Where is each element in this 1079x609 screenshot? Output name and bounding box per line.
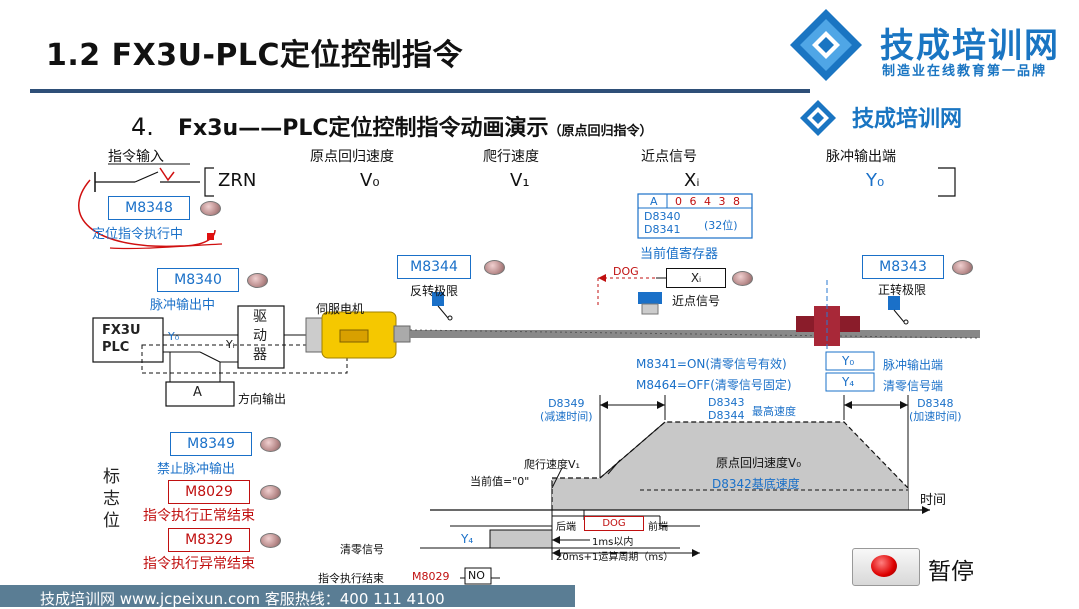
label-instruction-input: 指令输入 [108, 149, 164, 165]
servo-motor-label: 伺服电机 [316, 302, 365, 316]
label-near-point: 近点信号 [641, 149, 697, 165]
flag-m8341: M8341=ON(清零信号有效) [636, 357, 787, 371]
flag-side-label: 标 志 位 [103, 467, 120, 531]
label-home-speed: 原点回归速度 [310, 149, 394, 165]
m8029-lamp [260, 485, 281, 500]
timing-d8349: D8349 (减速时间) [540, 397, 593, 423]
m8340-caption: 脉冲输出中 [150, 298, 216, 313]
timing-m8029: M8029 [412, 570, 450, 583]
flag-y4-caption: 清零信号端 [883, 379, 944, 393]
m8340-box: M8340 [157, 268, 239, 292]
m8029-box: M8029 [168, 480, 250, 504]
y0-symbol: Y₀ [866, 170, 885, 191]
dog-xi-box: Xᵢ [666, 268, 726, 288]
wiring-a: A [193, 385, 202, 400]
dog-lamp [732, 271, 753, 286]
timing-d8343: D8343 D8344 [708, 396, 745, 422]
m8329-caption: 指令执行异常结束 [143, 556, 255, 572]
m8344-caption: 反转极限 [410, 284, 459, 298]
timing-front: 前端 [648, 522, 668, 533]
wiring-y0: Y₀ [168, 330, 180, 343]
pause-icon [871, 555, 897, 577]
title-divider [30, 89, 810, 93]
timing-y4: Y₄ [461, 532, 474, 546]
register-d8340: D8340 [644, 210, 681, 223]
timing-dog-box: DOG [584, 516, 644, 531]
register-bits: (32位) [704, 219, 738, 232]
m8344-box: M8344 [397, 255, 471, 279]
section-title-text: Fx3u——PLC定位控制指令动画演示 [178, 116, 549, 141]
driver-label: 驱 动 器 [253, 309, 267, 363]
wiring-yi: Yᵢ [226, 338, 235, 351]
timing-creep-speed: 爬行速度V₁ [524, 458, 580, 471]
m8329-box: M8329 [168, 528, 250, 552]
footer-bar [0, 585, 575, 607]
dog-label: DOG [613, 265, 639, 278]
m8343-box: M8343 [862, 255, 944, 279]
timing-current-zero: 当前值="0" [470, 475, 530, 488]
register-d8341: D8341 [644, 223, 681, 236]
timing-home-speed: 原点回归速度V₀ [716, 456, 802, 470]
v0-symbol: V₀ [360, 170, 380, 191]
m8349-lamp [260, 437, 281, 452]
brand-name: 技成培训网 [880, 26, 1060, 66]
timing-within-1ms: 1ms以内 [592, 537, 634, 548]
timing-d8348: D8348 (加速时间) [909, 397, 962, 423]
m8029-caption: 指令执行正常结束 [143, 508, 255, 524]
m8343-lamp [952, 260, 973, 275]
m8340-lamp [247, 273, 268, 288]
section-subtitle: （原点回归指令） [548, 124, 653, 139]
section-title: Fx3u——PLC定位控制指令动画演示（原点回归指令） [178, 110, 653, 142]
page-title: 1.2 FX3U-PLC定位控制指令 [46, 38, 464, 73]
timing-rear: 后端 [556, 522, 576, 533]
timing-clear-signal: 清零信号 [340, 543, 384, 556]
m8343-caption: 正转极限 [878, 283, 927, 297]
flag-y0-caption: 脉冲输出端 [883, 358, 944, 372]
m8348-caption: 定位指令执行中 [92, 227, 184, 242]
timing-cycle: 20ms+1运算周期（ms） [556, 552, 674, 563]
footer-text: 技成培训网 www.jcpeixun.com 客服热线：400 111 4100 [40, 590, 445, 608]
timing-time-label: 时间 [920, 493, 947, 508]
m8329-lamp [260, 533, 281, 548]
flag-y0: Y₀ [842, 354, 855, 368]
register-caption: 当前值寄存器 [640, 247, 719, 262]
dog-caption: 近点信号 [672, 294, 721, 308]
m8349-box: M8349 [170, 432, 252, 456]
plc-label: FX3U PLC [102, 323, 141, 355]
small-logo-icon [800, 100, 836, 136]
pause-label[interactable]: 暂停 [928, 559, 974, 585]
xi-symbol: Xᵢ [684, 170, 700, 191]
brand-logo-icon [790, 9, 862, 81]
pause-button[interactable] [852, 548, 920, 586]
m8348-lamp [200, 201, 221, 216]
timing-no: NO [468, 569, 485, 582]
m8348-box: M8348 [108, 196, 190, 220]
flag-y4: Y₄ [842, 375, 855, 389]
timing-base-speed: D8342基底速度 [712, 477, 800, 491]
m8349-caption: 禁止脉冲输出 [157, 462, 236, 477]
m8344-lamp [484, 260, 505, 275]
direction-output-label: 方向输出 [238, 392, 287, 406]
v1-symbol: V₁ [510, 170, 530, 191]
register-a: A [650, 195, 658, 208]
small-brand-name: 技成培训网 [852, 107, 963, 132]
timing-max-speed: 最高速度 [752, 405, 796, 418]
zrn-symbol: ZRN [218, 170, 257, 191]
flag-m8464: M8464=OFF(清零信号固定) [636, 378, 792, 392]
label-pulse-output: 脉冲输出端 [826, 149, 896, 165]
section-number: 4. [131, 113, 154, 141]
register-digits: 0 6 4 3 8 [675, 195, 742, 208]
timing-end-label: 指令执行结束 [318, 572, 384, 585]
label-creep-speed: 爬行速度 [483, 149, 539, 165]
brand-slogan: 制造业在线教育第一品牌 [882, 64, 1048, 79]
